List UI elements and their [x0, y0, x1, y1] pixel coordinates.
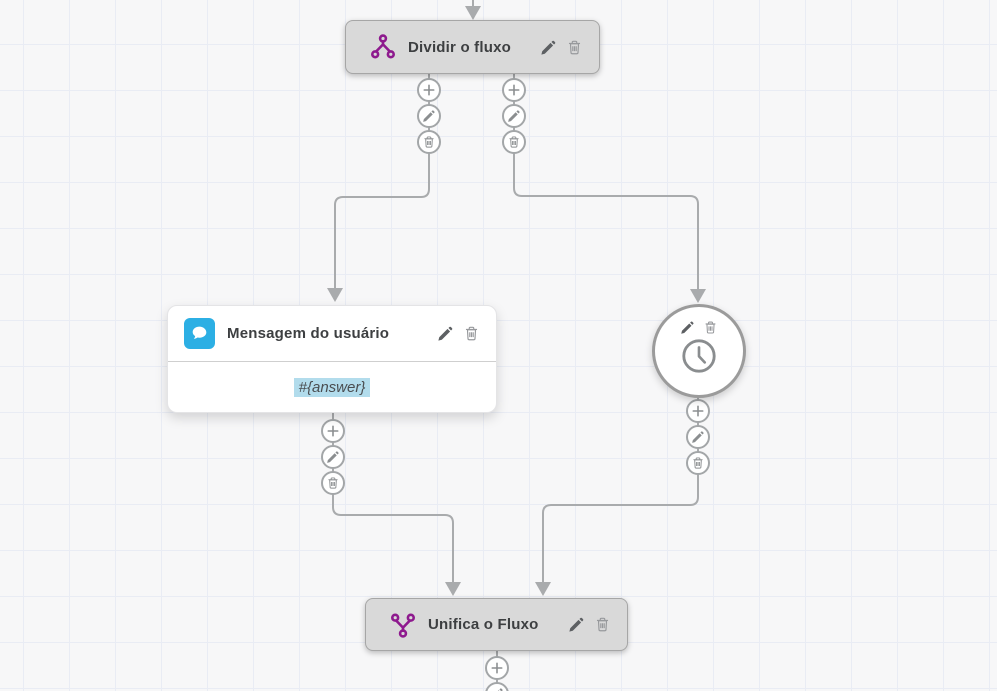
node-title: Dividir o fluxo: [408, 38, 512, 56]
edit-node-icon[interactable]: [568, 616, 585, 633]
add-action-button[interactable]: [686, 399, 710, 423]
node-title: Mensagem do usuário: [227, 325, 390, 342]
delete-connection-button[interactable]: [502, 130, 526, 154]
variable-chip: #{answer}: [293, 377, 371, 397]
add-action-button[interactable]: [502, 78, 526, 102]
add-action-button[interactable]: [417, 78, 441, 102]
delete-connection-button[interactable]: [321, 471, 345, 495]
node-split-flow[interactable]: Dividir o fluxo: [345, 20, 600, 74]
delete-connection-button[interactable]: [417, 130, 441, 154]
merge-flow-icon: [390, 612, 416, 638]
node-header: Mensagem do usuário: [168, 306, 496, 362]
delete-node-icon[interactable]: [463, 325, 480, 342]
node-user-message[interactable]: Mensagem do usuário #{answer}: [167, 305, 497, 413]
delete-connection-button[interactable]: [686, 451, 710, 475]
node-body: #{answer}: [168, 362, 496, 412]
add-action-button[interactable]: [485, 656, 509, 680]
split-flow-icon: [370, 34, 396, 60]
delete-node-icon[interactable]: [566, 39, 583, 56]
node-merge-flow[interactable]: Unifica o Fluxo: [365, 598, 628, 651]
edit-node-icon[interactable]: [437, 325, 454, 342]
node-actions: [676, 320, 722, 335]
add-action-button[interactable]: [321, 419, 345, 443]
clock-icon: [680, 337, 718, 375]
delete-node-icon[interactable]: [703, 320, 718, 335]
delete-node-icon[interactable]: [594, 616, 611, 633]
edit-connection-button[interactable]: [686, 425, 710, 449]
edit-connection-button[interactable]: [321, 445, 345, 469]
edit-connection-button[interactable]: [485, 682, 509, 691]
edit-connection-button[interactable]: [502, 104, 526, 128]
node-title: Unifica o Fluxo: [428, 616, 539, 633]
edit-connection-button[interactable]: [417, 104, 441, 128]
edit-node-icon[interactable]: [680, 320, 695, 335]
node-timer[interactable]: [652, 304, 746, 398]
edit-node-icon[interactable]: [540, 39, 557, 56]
chat-bubble-icon: [184, 318, 215, 349]
